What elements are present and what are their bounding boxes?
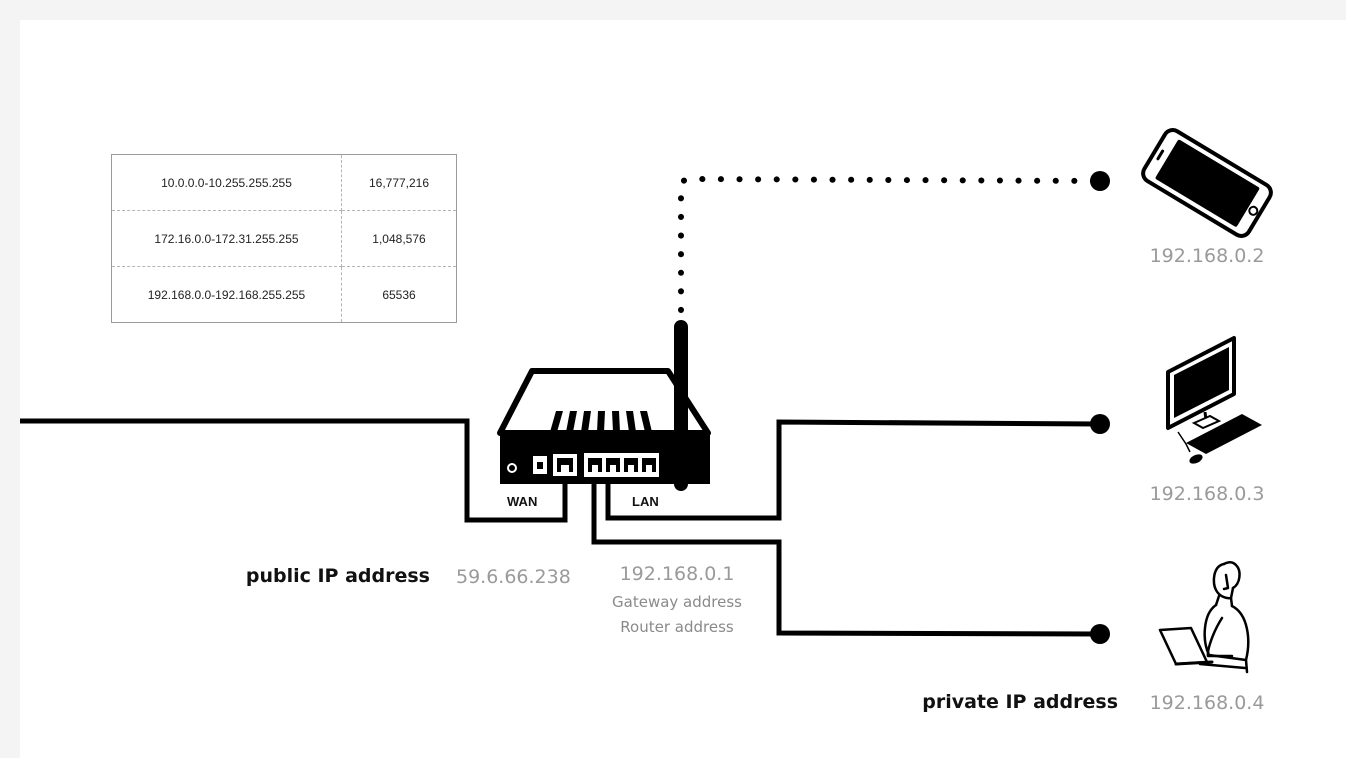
wan-port-label: WAN [507, 494, 538, 509]
desktop-computer-icon [1166, 336, 1262, 464]
router-address-label: Router address [620, 618, 734, 636]
endpoint-dot-smartphone [1090, 171, 1110, 191]
lan-cable-desktop [605, 419, 1100, 521]
router-ip-value: 192.168.0.1 [619, 563, 735, 585]
private-ip-label: private IP address [922, 691, 1118, 713]
public-ip-value: 59.6.66.238 [456, 566, 571, 588]
address-count-cell: 16,777,216 [341, 154, 457, 211]
gateway-address-label: Gateway address [612, 593, 742, 611]
private-ip-ranges-table: 10.0.0.0-10.255.255.255 16,777,216 172.1… [111, 154, 457, 323]
router-icon [497, 320, 711, 491]
lan-cable-laptop [591, 465, 1100, 637]
laptop-ip: 192.168.0.4 [1149, 692, 1265, 714]
ip-range-cell: 10.0.0.0-10.255.255.255 [111, 154, 342, 211]
person-laptop-icon [1158, 561, 1250, 674]
table-row: 172.16.0.0-172.31.255.255 1,048,576 [111, 210, 457, 267]
address-count-cell: 65536 [382, 287, 416, 302]
diagram-canvas: 10.0.0.0-10.255.255.255 16,777,216 172.1… [20, 20, 1346, 758]
table-row: 10.0.0.0-10.255.255.255 16,777,216 [111, 154, 457, 211]
address-count-cell: 1,048,576 [341, 210, 457, 267]
table-row: 192.168.0.0-192.168.255.255 65536 [111, 266, 457, 323]
ip-range-cell: 192.168.0.0-192.168.255.255 [111, 266, 342, 323]
desktop-ip: 192.168.0.3 [1149, 483, 1265, 505]
public-ip-label: public IP address [245, 565, 430, 587]
smartphone-icon [1141, 128, 1273, 238]
endpoint-dot-desktop [1090, 414, 1110, 434]
lan-port-label: LAN [632, 494, 659, 509]
smartphone-ip: 192.168.0.2 [1149, 245, 1265, 267]
wireless-link [678, 175, 1098, 313]
endpoint-dot-laptop [1090, 624, 1110, 644]
network-diagram [20, 128, 1273, 674]
ip-range-cell: 172.16.0.0-172.31.255.255 [111, 210, 342, 267]
wan-cable [20, 418, 568, 523]
